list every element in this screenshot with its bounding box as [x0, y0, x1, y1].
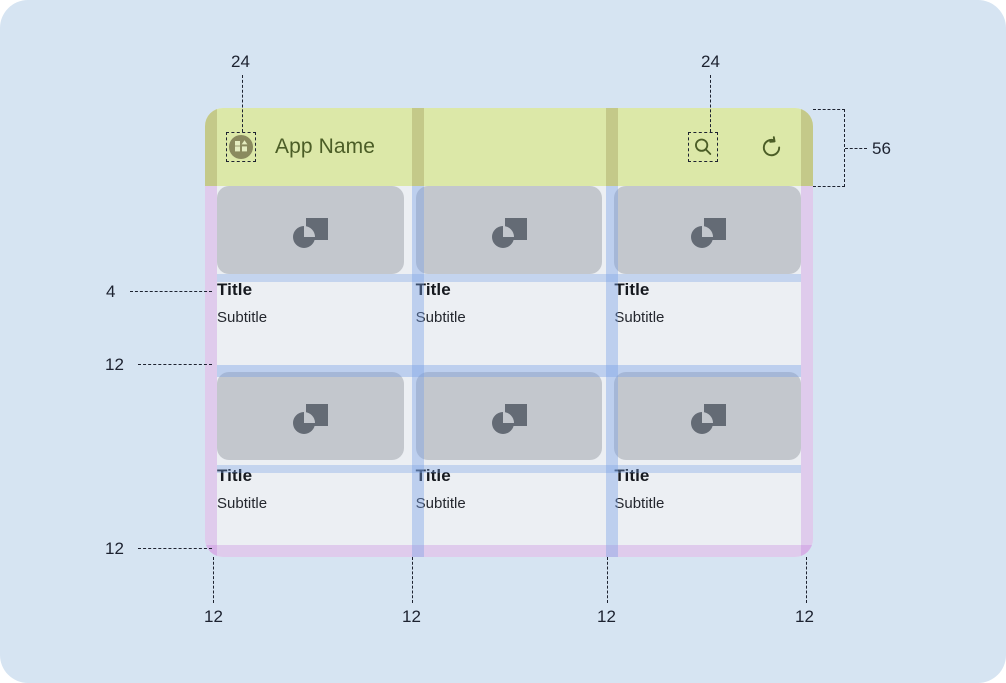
card-subtitle: Subtitle [217, 309, 268, 326]
card[interactable]: Title Subtitle [614, 186, 802, 360]
app-bar-leading-icon-target[interactable] [226, 132, 256, 162]
card-title: Title [614, 465, 650, 485]
card-subtitle: Subtitle [614, 494, 665, 512]
card-media [217, 186, 404, 274]
card-media [415, 186, 603, 274]
card-title: Title [217, 465, 253, 485]
card[interactable]: Title Subtitle [217, 371, 404, 545]
refresh-button[interactable] [759, 135, 783, 159]
measure-leader-gap-4 [130, 291, 212, 292]
measure-leader-top-left [242, 75, 243, 132]
card-title: Title [415, 280, 451, 299]
measure-label-top-left-24: 24 [231, 52, 250, 71]
measure-leader-top-right [710, 75, 711, 132]
card[interactable]: Title Subtitle [217, 186, 404, 360]
image-placeholder-icon [690, 403, 726, 434]
image-placeholder-icon [293, 218, 329, 248]
measure-label-bottom-12-a: 12 [204, 607, 223, 626]
image-placeholder-icon [690, 218, 726, 248]
search-icon-touch-target-outline [688, 132, 718, 162]
card-media [614, 186, 802, 274]
device-frame: App Name [205, 108, 813, 557]
image-placeholder-icon [293, 403, 329, 434]
card-text: Title Subtitle [415, 459, 603, 545]
measure-leader-bottom-margin [138, 548, 212, 549]
measure-label-bottom-12-d: 12 [795, 607, 814, 626]
card-subtitle: Subtitle [415, 494, 466, 512]
measure-leader-appbar-height [845, 148, 867, 149]
card-subtitle: Subtitle [415, 309, 466, 326]
measure-bracket-appbar-height [813, 109, 845, 187]
card-text: Title Subtitle [614, 274, 802, 360]
image-placeholder-icon [492, 218, 527, 248]
card-text: Title Subtitle [217, 274, 404, 360]
card-text: Title Subtitle [415, 274, 603, 360]
measure-label-bottom-12-c: 12 [597, 607, 616, 626]
card-subtitle: Subtitle [614, 309, 665, 326]
search-icon [695, 138, 712, 155]
measure-leader-bottom-1 [213, 557, 214, 603]
card-grid: Title Subtitle Title Subtitle [205, 186, 813, 557]
measure-leader-row-gutter [138, 364, 212, 365]
widgets-icon [229, 135, 253, 159]
image-placeholder-icon [492, 403, 527, 434]
refresh-icon [762, 135, 780, 156]
card-text: Title Subtitle [614, 459, 802, 545]
measure-label-bottom-margin-12: 12 [105, 539, 124, 558]
measure-label-row-gutter-12: 12 [105, 355, 124, 374]
card-title: Title [614, 280, 650, 299]
card-media [614, 371, 802, 460]
measure-leader-bottom-2 [412, 557, 413, 603]
leading-icon-touch-target-outline [226, 132, 256, 162]
app-bar-title: App Name [275, 135, 376, 158]
search-button[interactable] [688, 132, 718, 162]
card-text: Title Subtitle [217, 459, 404, 545]
card[interactable]: Title Subtitle [415, 371, 603, 545]
card-row: Title Subtitle Title Subtitle [217, 186, 802, 360]
measure-label-appbar-height-56: 56 [872, 139, 891, 158]
card-title: Title [217, 280, 253, 299]
measure-label-top-right-24: 24 [701, 52, 720, 71]
measure-leader-bottom-4 [806, 557, 807, 603]
app-bar: App Name [205, 108, 813, 186]
card[interactable]: Title Subtitle [614, 371, 802, 545]
card-media [415, 371, 603, 460]
measure-label-bottom-12-b: 12 [402, 607, 421, 626]
measure-leader-bottom-3 [607, 557, 608, 603]
card-title: Title [415, 465, 451, 485]
card-subtitle: Subtitle [217, 494, 268, 512]
measure-label-gap-4: 4 [106, 282, 116, 301]
card[interactable]: Title Subtitle [415, 186, 603, 360]
card-media [217, 371, 404, 460]
card-row: Title Subtitle Title Subtitle [217, 371, 802, 545]
